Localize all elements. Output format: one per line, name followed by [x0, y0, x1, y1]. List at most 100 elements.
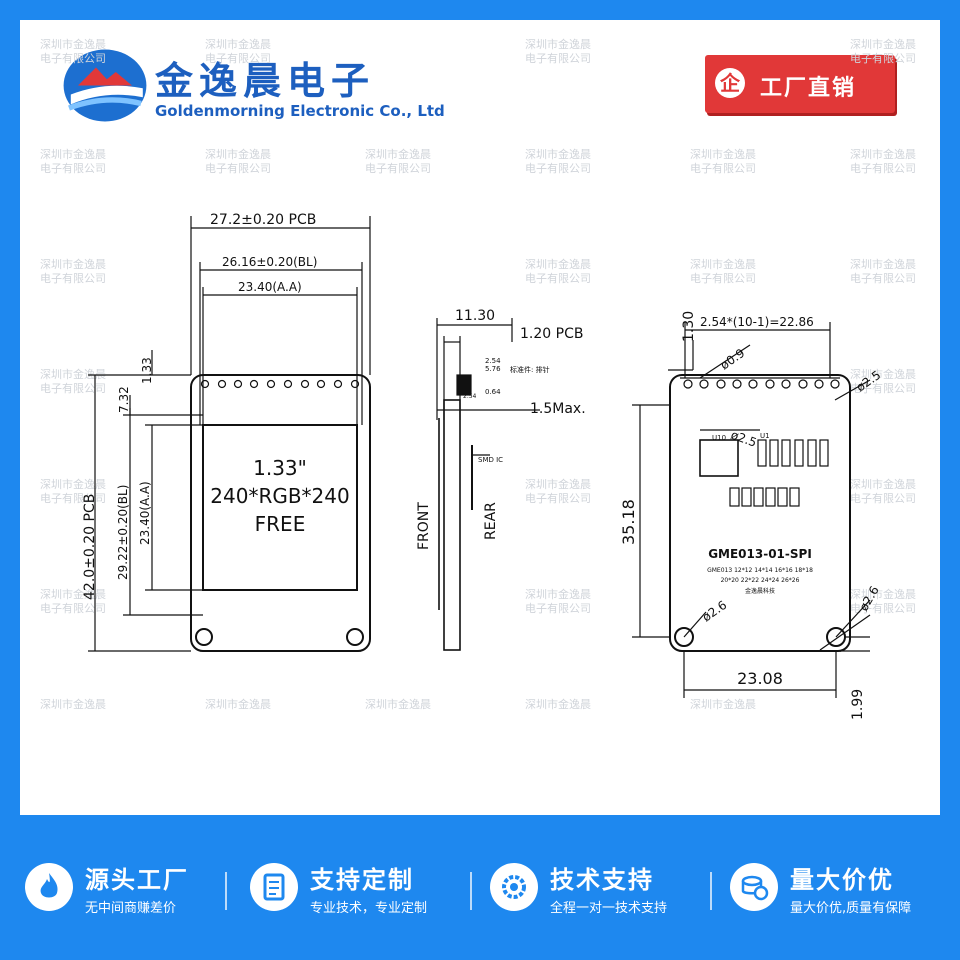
watermark-text: 深圳市金逸晨	[850, 257, 916, 271]
chip-label: U10	[712, 434, 726, 442]
resolution-label: 240*RGB*240	[210, 484, 349, 508]
side-view	[436, 318, 540, 651]
watermark-text: 电子有限公司	[525, 51, 591, 65]
rear-components	[729, 439, 829, 507]
watermark-text: 深圳市金逸晨	[205, 37, 271, 51]
watermark-text: 深圳市金逸晨	[525, 697, 591, 711]
front-view-labels: 27.2±0.20 PCB 26.16±0.20(BL) 23.40(A.A) …	[82, 212, 350, 600]
pcb-height-label: 42.0±0.20 PCB	[82, 494, 98, 600]
watermark-text: 深圳市金逸晨	[365, 147, 431, 161]
rear-view	[632, 322, 871, 698]
watermark-text: 深圳市金逸晨	[40, 697, 106, 711]
feature-divider	[710, 872, 712, 910]
rear-label: REAR	[483, 502, 499, 540]
watermark-text: 深圳市金逸晨	[205, 697, 271, 711]
watermark-text: 深圳市金逸晨	[690, 257, 756, 271]
front-label: FRONT	[416, 502, 432, 550]
watermark-text: 电子有限公司	[850, 381, 916, 395]
watermark-text: 深圳市金逸晨	[40, 477, 106, 491]
feature-divider	[225, 872, 227, 910]
watermark-text: 电子有限公司	[690, 161, 756, 175]
pin-base-label: 2.54	[463, 393, 477, 400]
pin-offset-label: 7.32	[117, 386, 131, 413]
rear-view-labels: 1.30 2.54*(10-1)=22.86 ø0.9 ø2.5 ø2.5 U1…	[619, 311, 883, 720]
factory-direct-badge: 企 工厂直销	[705, 55, 895, 113]
front-pin-row	[200, 379, 360, 389]
feature-divider	[470, 872, 472, 910]
bl-width-label: 26.16±0.20(BL)	[222, 255, 317, 269]
aa-width-label: 23.40(A.A)	[238, 280, 302, 294]
watermark-text: 电子有限公司	[525, 161, 591, 175]
watermark-text: 电子有限公司	[850, 51, 916, 65]
watermark-text: 电子有限公司	[40, 51, 106, 65]
watermark-text: 电子有限公司	[205, 161, 271, 175]
hole-bl-label: ø2.6	[700, 598, 730, 625]
watermark-text: 电子有限公司	[40, 271, 106, 285]
feature-subtitle: 专业技术，专业定制	[310, 901, 428, 916]
feature-title: 源头工厂	[85, 866, 189, 894]
top-offset-label: 1.33	[140, 357, 154, 384]
watermark-text: 电子有限公司	[205, 51, 271, 65]
pin-note-label: 标准件: 排针	[510, 365, 550, 374]
max-height-label: 1.5Max.	[530, 401, 586, 417]
pin-span-label: 2.54*(10-1)=22.86	[700, 315, 814, 329]
watermark-text: 深圳市金逸晨	[690, 147, 756, 161]
pcb-width-label: 27.2±0.20 PCB	[210, 212, 316, 228]
feature-subtitle: 无中间商赚差价	[85, 901, 177, 916]
watermark-text: 电子有限公司	[850, 161, 916, 175]
watermark-text: 深圳市金逸晨	[850, 477, 916, 491]
feature-title: 量大价优	[790, 866, 894, 894]
watermark-text: 电子有限公司	[40, 381, 106, 395]
bottom-offset-label: 1.99	[850, 689, 866, 720]
watermark-text: 深圳市金逸晨	[40, 367, 106, 381]
side-view-labels: 11.30 1.20 PCB 2.54 5.76 标准件: 排针 0.64 2.…	[416, 308, 586, 550]
coins-icon	[730, 863, 778, 911]
watermark-text: 电子有限公司	[40, 491, 106, 505]
rear-pin-row	[683, 379, 840, 389]
watermark-text: 深圳市金逸晨	[525, 587, 591, 601]
feature-subtitle: 量大价优,质量有保障	[790, 901, 912, 916]
smd-ic-label: SMD IC	[478, 456, 503, 464]
model-line3: 20*20 22*22 24*24 26*26	[721, 577, 800, 584]
watermark-text: 深圳市金逸晨	[40, 257, 106, 271]
watermark-text: 深圳市金逸晨	[40, 587, 106, 601]
watermark-text: 深圳市金逸晨	[525, 257, 591, 271]
model-line4: 金逸晨科技	[745, 587, 775, 595]
pcb-thickness-label: 1.20 PCB	[520, 326, 583, 342]
document-icon	[250, 863, 298, 911]
rear-height-label: 35.18	[619, 499, 638, 545]
pin-length-label: 5.76	[485, 365, 501, 373]
rear-pin-offset-label: 1.30	[681, 311, 697, 342]
bottom-width-label: 23.08	[737, 669, 783, 688]
watermark-text: 深圳市金逸晨	[850, 147, 916, 161]
front-view	[88, 216, 371, 652]
watermark-text: 深圳市金逸晨	[525, 477, 591, 491]
enterprise-icon: 企	[715, 68, 745, 98]
model-label: GME013-01-SPI	[708, 547, 812, 561]
watermark-text: 电子有限公司	[525, 491, 591, 505]
watermark-text: 深圳市金逸晨	[40, 37, 106, 51]
watermark-text: 电子有限公司	[365, 161, 431, 175]
watermark-text: 深圳市金逸晨	[205, 147, 271, 161]
watermark-text: 深圳市金逸晨	[365, 697, 431, 711]
gear-icon	[490, 863, 538, 911]
company-logo	[63, 49, 147, 122]
feature-subtitle: 全程一对一技术支持	[550, 901, 668, 916]
bl-height-label: 29.22±0.20(BL)	[116, 485, 130, 580]
watermark-text: 深圳市金逸晨	[850, 587, 916, 601]
model-line2: GME013 12*12 14*14 16*16 18*18	[707, 567, 813, 574]
chip2-label: U1	[760, 432, 770, 440]
watermark-text: 电子有限公司	[40, 601, 106, 615]
inner-hole-label: ø2.5	[729, 428, 759, 450]
watermark-text: 电子有限公司	[525, 271, 591, 285]
flame-icon	[25, 863, 73, 911]
watermark-text: 电子有限公司	[40, 161, 106, 175]
watermark-text: 深圳市金逸晨	[850, 367, 916, 381]
watermark-text: 电子有限公司	[525, 601, 591, 615]
pin-dia-label: 0.64	[485, 388, 501, 396]
drawing-panel	[20, 20, 940, 815]
brand-name-cn: 金逸晨电子	[155, 59, 376, 103]
watermark-text: 深圳市金逸晨	[525, 37, 591, 51]
aa-height-label: 23.40(A.A)	[138, 481, 152, 545]
